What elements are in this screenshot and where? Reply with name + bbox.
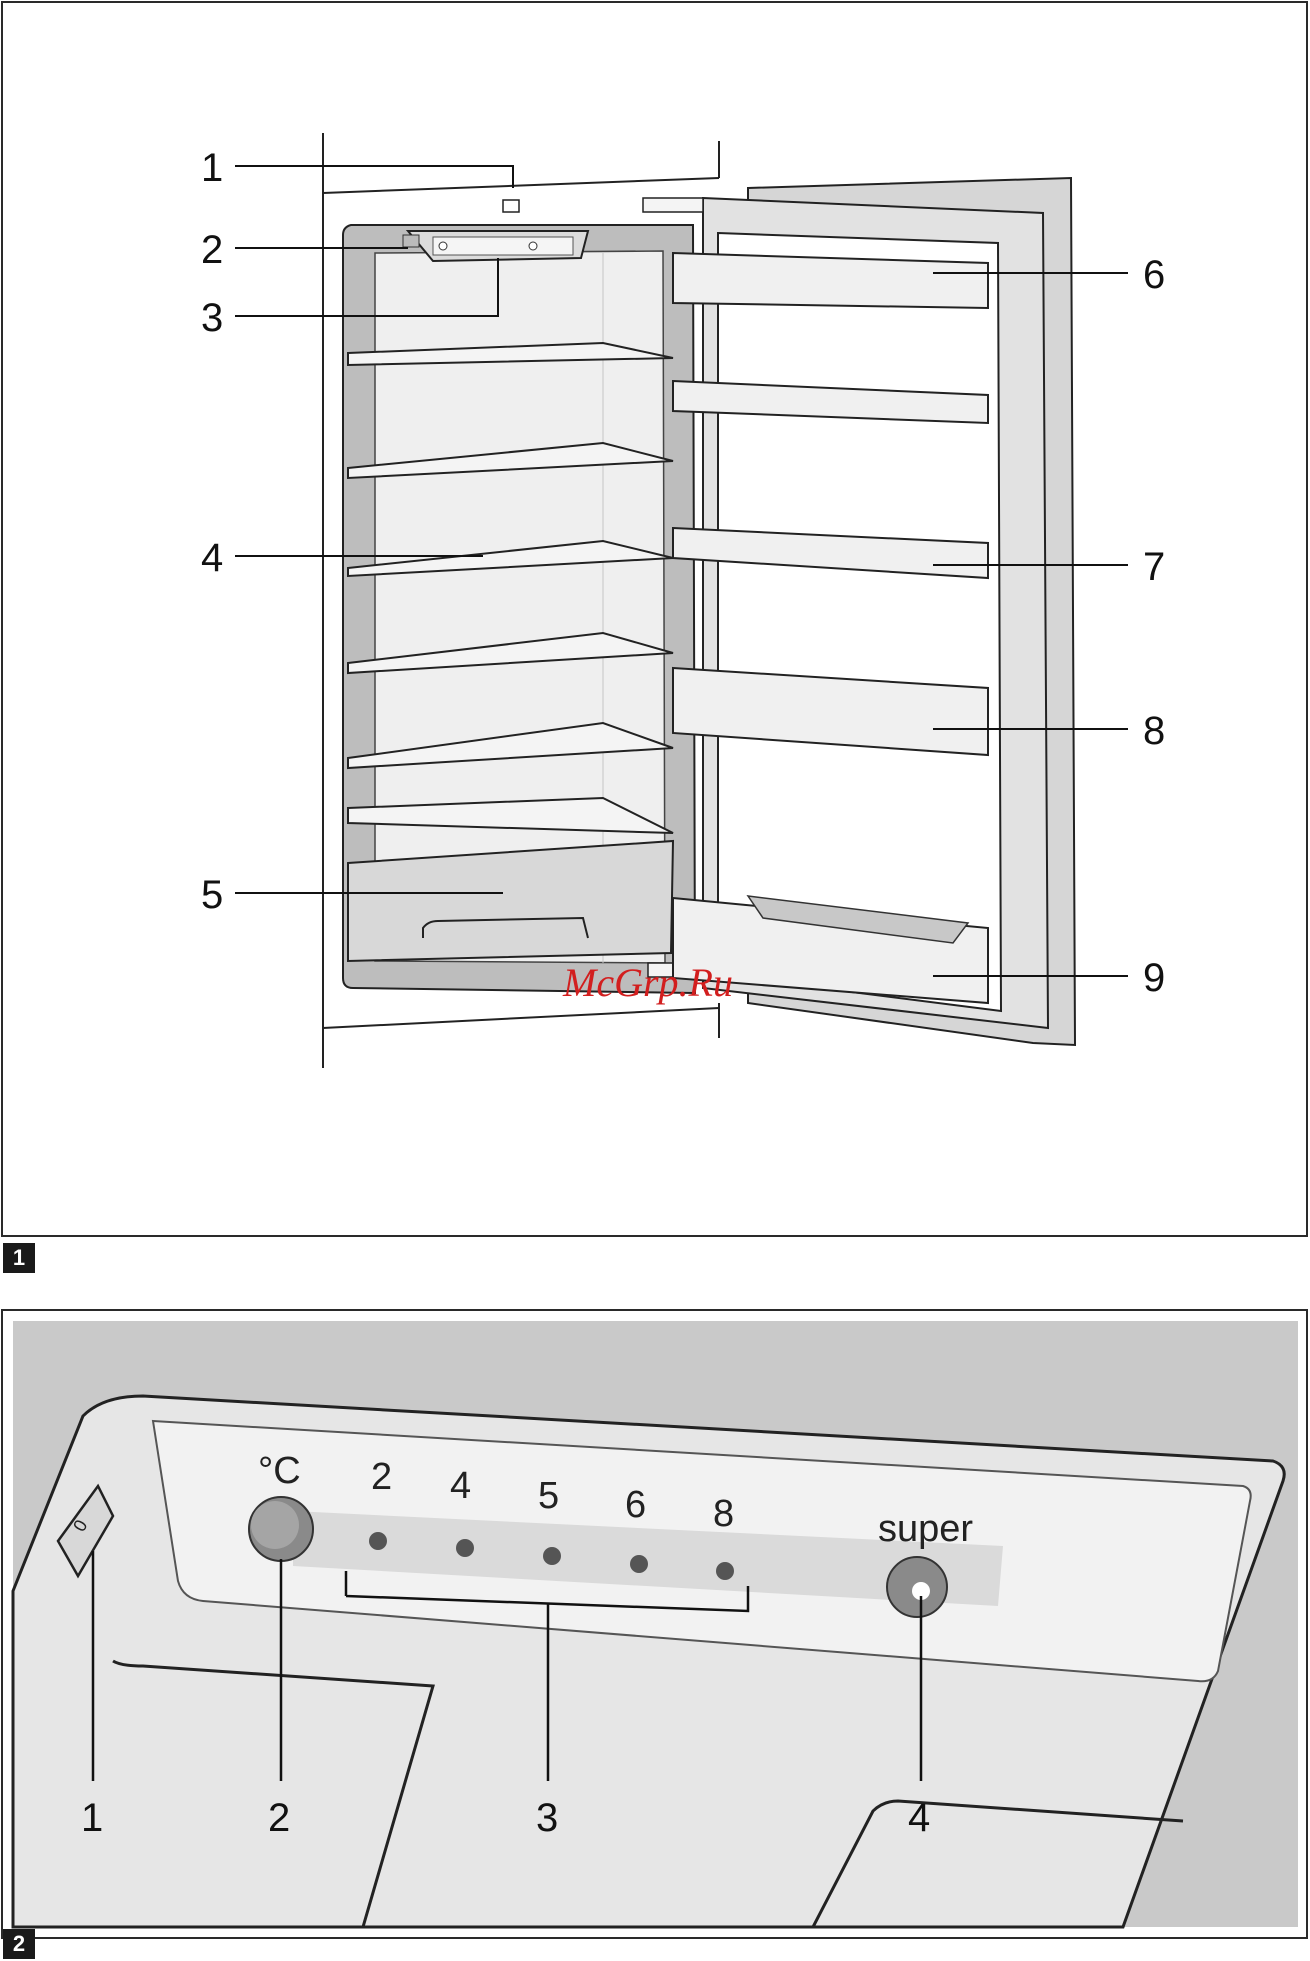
figure-1-fridge-interior: 1 2 3 4 5 6 7 8 9 McGrp.Ru — [1, 1, 1308, 1237]
scale-value-5: 5 — [538, 1475, 559, 1517]
figure-number-1: 1 — [3, 1243, 35, 1273]
figure-number-2: 2 — [3, 1929, 35, 1959]
panel-callout-4: 4 — [908, 1796, 930, 1840]
control-panel-drawing: 0 °C 2 4 5 6 8 super — [3, 1311, 1308, 1937]
figure-2-control-panel: 0 °C 2 4 5 6 8 super — [1, 1309, 1308, 1939]
callout-5: 5 — [201, 873, 223, 917]
callout-9: 9 — [1143, 956, 1165, 1000]
panel-callout-3: 3 — [536, 1796, 558, 1840]
watermark: McGrp.Ru — [562, 960, 733, 1005]
unit-label: °C — [258, 1450, 301, 1492]
super-label: super — [878, 1508, 973, 1550]
panel-callout-2: 2 — [268, 1796, 290, 1840]
temperature-button — [249, 1497, 313, 1561]
door-inner-panel — [718, 233, 1001, 1011]
callout-6: 6 — [1143, 253, 1165, 297]
scale-value-2: 2 — [371, 1456, 392, 1498]
super-button — [887, 1557, 947, 1617]
scale-value-6: 6 — [625, 1484, 646, 1526]
scale-value-8: 8 — [713, 1493, 734, 1535]
vegetable-drawer — [348, 841, 673, 961]
fridge-drawing: 1 2 3 4 5 6 7 8 9 McGrp.Ru — [3, 3, 1308, 1235]
callout-8: 8 — [1143, 709, 1165, 753]
callout-1: 1 — [201, 146, 223, 190]
panel-callout-1: 1 — [81, 1796, 103, 1840]
scale-value-4: 4 — [450, 1465, 471, 1507]
callout-2: 2 — [201, 228, 223, 272]
callout-3: 3 — [201, 296, 223, 340]
callout-4: 4 — [201, 536, 223, 580]
callout-7: 7 — [1143, 545, 1165, 589]
